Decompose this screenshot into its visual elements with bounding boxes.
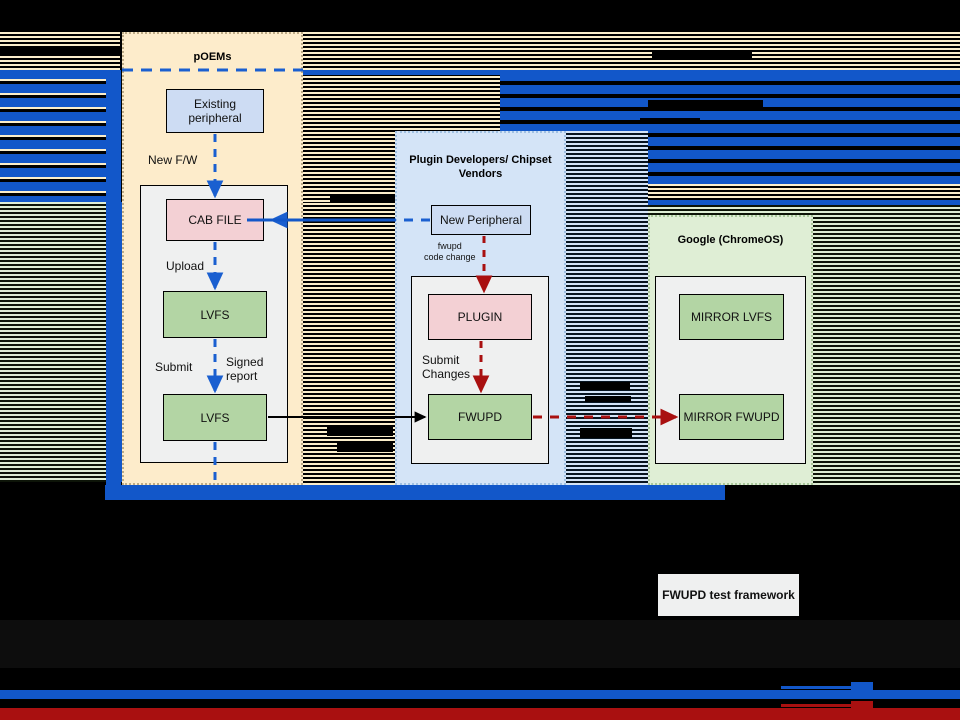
node-cab-file-label: CAB FILE xyxy=(188,213,242,227)
panel-plugin-title: Plugin Developers/ Chipset Vendors xyxy=(409,154,552,180)
node-fwupd[interactable]: FWUPD xyxy=(428,394,532,440)
legend-blue-line-long xyxy=(0,690,960,699)
panel-poems-title: pOEMs xyxy=(193,51,232,63)
smear-black-bar-2 xyxy=(648,100,763,108)
node-new-peripheral[interactable]: New Peripheral xyxy=(431,205,531,235)
node-existing-peripheral[interactable]: Existing peripheral xyxy=(166,89,264,133)
smear-black-bar-topright xyxy=(652,52,752,58)
node-lvfs-lower[interactable]: LVFS xyxy=(163,394,267,441)
node-mirror-lvfs-label: MIRROR LVFS xyxy=(690,310,773,324)
smear-blue-column xyxy=(566,131,648,485)
smear-blue-left-dashes xyxy=(106,202,122,482)
smear-black-bar-8 xyxy=(585,396,631,402)
legend-red-node xyxy=(851,701,873,717)
smear-green-left-low xyxy=(0,482,106,494)
smear-green-right xyxy=(812,215,960,485)
smear-green-right-upper xyxy=(648,203,960,215)
node-plugin[interactable]: PLUGIN xyxy=(428,294,532,340)
smear-tan-top-left-2 xyxy=(0,56,120,70)
edge-label-submit-changes: Submit Changes xyxy=(422,353,471,381)
smear-dark-footer xyxy=(0,500,960,620)
smear-black-bar-3 xyxy=(640,118,700,123)
node-mirror-lvfs[interactable]: MIRROR LVFS xyxy=(679,294,784,340)
legend-blue-node xyxy=(851,682,873,698)
node-mirror-fwupd[interactable]: MIRROR FWUPD xyxy=(679,394,784,440)
panel-google-title: Google (ChromeOS) xyxy=(677,234,784,246)
node-lvfs-upper[interactable]: LVFS xyxy=(163,291,267,338)
smear-black-bar-4 xyxy=(327,427,393,436)
smear-blue-band-bottom-2 xyxy=(105,492,725,500)
smear-black-bar-7 xyxy=(580,382,630,390)
node-plugin-label: PLUGIN xyxy=(457,310,503,324)
smear-tan-upper-right xyxy=(303,32,960,72)
smear-black-bar-9 xyxy=(580,428,632,438)
legend-red-line-long xyxy=(0,708,960,720)
edge-label-new-fw: New F/W xyxy=(148,153,198,167)
edge-label-fwupd-code-change: fwupd code change xyxy=(424,241,476,262)
node-existing-peripheral-label: Existing peripheral xyxy=(188,97,242,125)
node-fwupd-test-framework[interactable]: FWUPD test framework xyxy=(657,573,800,617)
smear-black-top-left xyxy=(0,46,120,56)
smear-black-bar-5 xyxy=(337,443,393,452)
smear-black-bar-6 xyxy=(330,196,396,203)
node-mirror-fwupd-label: MIRROR FWUPD xyxy=(683,410,780,424)
smear-blue-row-upper-right xyxy=(648,200,960,205)
edge-label-upload: Upload xyxy=(166,259,205,273)
smear-dark-footer-2 xyxy=(0,620,960,668)
smear-tan-top-left xyxy=(0,32,120,46)
smear-green-left xyxy=(0,202,106,482)
node-lvfs-lower-label: LVFS xyxy=(200,410,230,425)
legend-blue-line-short xyxy=(781,686,861,689)
node-new-peripheral-label: New Peripheral xyxy=(439,213,523,227)
legend-red-line-short xyxy=(781,704,861,707)
smear-blue-band-bottom xyxy=(105,485,725,492)
node-fwupd-label: FWUPD xyxy=(458,410,502,424)
smear-tan-column-mid xyxy=(303,203,395,485)
smear-blue-left-stripes xyxy=(0,70,106,202)
node-fwupd-test-framework-label: FWUPD test framework xyxy=(662,588,795,602)
node-cab-file[interactable]: CAB FILE xyxy=(166,199,264,241)
node-lvfs-upper-label: LVFS xyxy=(200,307,230,322)
edge-label-signed-report: Signed report xyxy=(226,355,264,383)
edge-label-submit: Submit xyxy=(155,360,193,374)
